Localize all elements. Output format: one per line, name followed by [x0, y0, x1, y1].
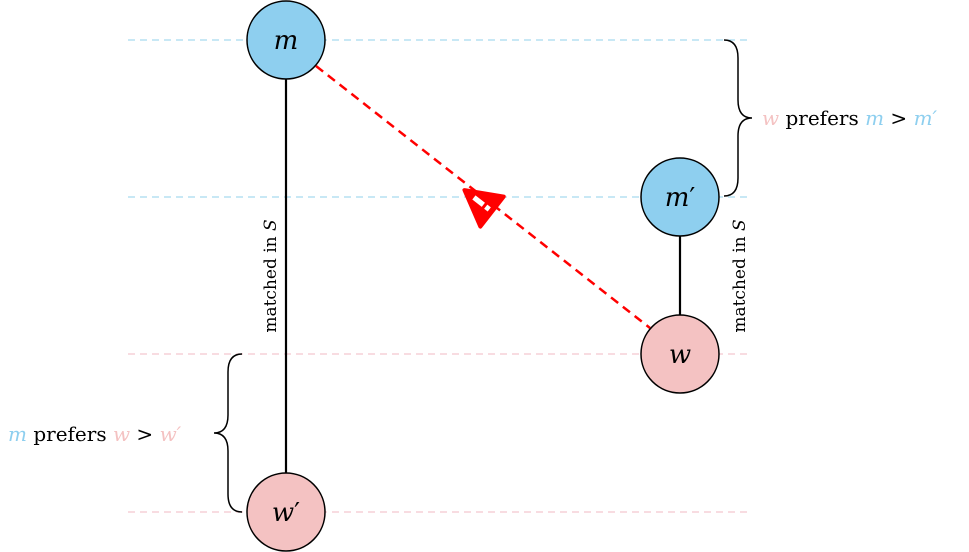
- annotation-w-prefers: w prefers m > m′: [762, 106, 938, 130]
- edge-label-left: matched in S: [261, 219, 281, 332]
- annotation-m-prefers: m prefers w > w′: [8, 422, 182, 446]
- node-w-prime-mark: ′: [294, 498, 300, 528]
- node-w-prime: w′: [246, 472, 326, 552]
- node-m-prime: m′: [640, 157, 720, 237]
- node-m-prime-letter: m: [665, 183, 690, 213]
- edge-label-right: matched in S: [730, 219, 750, 332]
- svg-text:m′: m′: [665, 183, 696, 213]
- svg-text:m: m: [274, 26, 299, 56]
- svg-text:w: w: [669, 340, 691, 370]
- node-w: w: [640, 314, 720, 394]
- node-m-letter: m: [274, 26, 299, 56]
- node-m-prime-mark: ′: [689, 183, 695, 213]
- node-w-prime-letter: w: [272, 498, 294, 528]
- brace-right: [723, 39, 753, 197]
- warning-icon: [462, 188, 506, 229]
- node-m: m: [246, 0, 326, 80]
- brace-left: [213, 353, 243, 513]
- node-w-letter: w: [669, 340, 691, 370]
- svg-text:w′: w′: [272, 498, 300, 528]
